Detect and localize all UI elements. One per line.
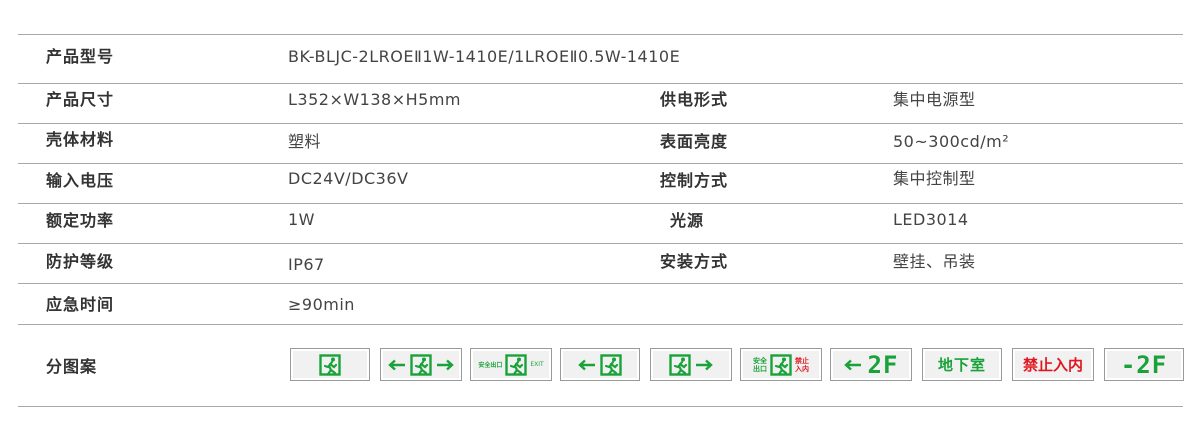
emergency-time-label: 应急时间 bbox=[46, 295, 115, 314]
diagrams-label: 分图案 bbox=[46, 357, 98, 376]
sign-safe-exit: 安全出口 EXIT bbox=[470, 348, 552, 381]
running-man-icon bbox=[600, 353, 622, 376]
light-source-label: 光源 bbox=[670, 211, 705, 230]
wattage-label: 额定功率 bbox=[46, 211, 115, 230]
safe-exit-line-1: 安全 bbox=[753, 356, 767, 365]
brightness-label: 表面亮度 bbox=[660, 132, 729, 151]
spec-row-model: 产品型号 BK-BLJC-2LROEⅡ1W-1410E/1LROEⅡ0.5W-1… bbox=[18, 34, 1183, 75]
floor-minus-2f-text: -2F bbox=[1120, 350, 1168, 379]
sign-basement: 地下室 bbox=[922, 348, 1002, 381]
control-label: 控制方式 bbox=[660, 171, 729, 190]
sign-floor-minus-2f: -2F bbox=[1104, 348, 1184, 381]
running-man-icon bbox=[770, 353, 792, 376]
safe-exit-line-2: 出口 bbox=[753, 364, 767, 373]
protection-label: 防护等级 bbox=[46, 252, 115, 271]
exit-text: EXIT bbox=[530, 361, 544, 368]
spec-row-material: 壳体材料 塑料 表面亮度 50~300cd/m² bbox=[18, 123, 1183, 164]
voltage-value: DC24V/DC36V bbox=[288, 169, 409, 188]
install-value: 壁挂、吊装 bbox=[893, 252, 976, 271]
running-man-icon bbox=[410, 353, 432, 376]
running-man-icon bbox=[669, 353, 691, 376]
model-label: 产品型号 bbox=[46, 47, 115, 66]
arrow-left-icon bbox=[843, 359, 861, 370]
spec-row-protection: 防护等级 IP67 安装方式 壁挂、吊装 bbox=[18, 243, 1183, 284]
wattage-value: 1W bbox=[288, 210, 315, 229]
install-label: 安装方式 bbox=[660, 252, 729, 271]
basement-text: 地下室 bbox=[937, 356, 986, 374]
safe-exit-stacked: 安全 出口 bbox=[753, 357, 767, 373]
spec-row-size: 产品尺寸 L352×W138×H5mm 供电形式 集中电源型 bbox=[18, 83, 1183, 124]
power-supply-label: 供电形式 bbox=[660, 90, 729, 109]
arrow-right-icon bbox=[696, 359, 713, 370]
protection-value: IP67 bbox=[288, 255, 325, 274]
sign-exit-left bbox=[560, 348, 640, 381]
arrow-left-icon bbox=[578, 359, 595, 370]
power-supply-value: 集中电源型 bbox=[893, 90, 976, 109]
size-value: L352×W138×H5mm bbox=[288, 90, 462, 109]
table-bottom-rule bbox=[18, 406, 1183, 407]
voltage-label: 输入电压 bbox=[46, 171, 115, 190]
material-label: 壳体材料 bbox=[46, 130, 115, 149]
spec-row-voltage: 输入电压 DC24V/DC36V 控制方式 集中控制型 bbox=[18, 163, 1183, 204]
size-label: 产品尺寸 bbox=[46, 90, 115, 109]
running-man-icon bbox=[505, 353, 528, 376]
spec-row-wattage: 额定功率 1W 光源 LED3014 bbox=[18, 203, 1183, 244]
sign-no-entry: 禁止入内 bbox=[1012, 348, 1094, 381]
sign-running-man bbox=[290, 348, 370, 381]
spec-row-emergency-time: 应急时间 ≥90min bbox=[18, 283, 1183, 324]
sign-exit-no-entry: 安全 出口 禁止 入内 bbox=[740, 348, 822, 381]
sign-floor-2f: 2F bbox=[830, 348, 912, 381]
floor-2f-text: 2F bbox=[867, 350, 899, 379]
sign-bidirectional-exit bbox=[380, 348, 462, 381]
no-entry-text: 禁止入内 bbox=[1022, 356, 1083, 374]
sign-exit-right bbox=[650, 348, 732, 381]
arrow-right-icon bbox=[437, 359, 454, 370]
spec-row-diagrams: 分图案 bbox=[18, 324, 1183, 407]
safe-exit-text: 安全出口 bbox=[478, 362, 503, 369]
brightness-value: 50~300cd/m² bbox=[893, 132, 1010, 151]
material-value: 塑料 bbox=[288, 132, 322, 151]
arrow-left-icon bbox=[388, 359, 405, 370]
running-man-icon bbox=[319, 353, 341, 376]
emergency-time-value: ≥90min bbox=[288, 295, 355, 314]
no-entry-stacked: 禁止 入内 bbox=[795, 357, 809, 373]
light-source-value: LED3014 bbox=[893, 210, 969, 229]
no-entry-line-2: 入内 bbox=[795, 364, 809, 373]
model-value: BK-BLJC-2LROEⅡ1W-1410E/1LROEⅡ0.5W-1410E bbox=[288, 47, 681, 66]
no-entry-line-1: 禁止 bbox=[795, 356, 809, 365]
control-value: 集中控制型 bbox=[893, 169, 976, 188]
